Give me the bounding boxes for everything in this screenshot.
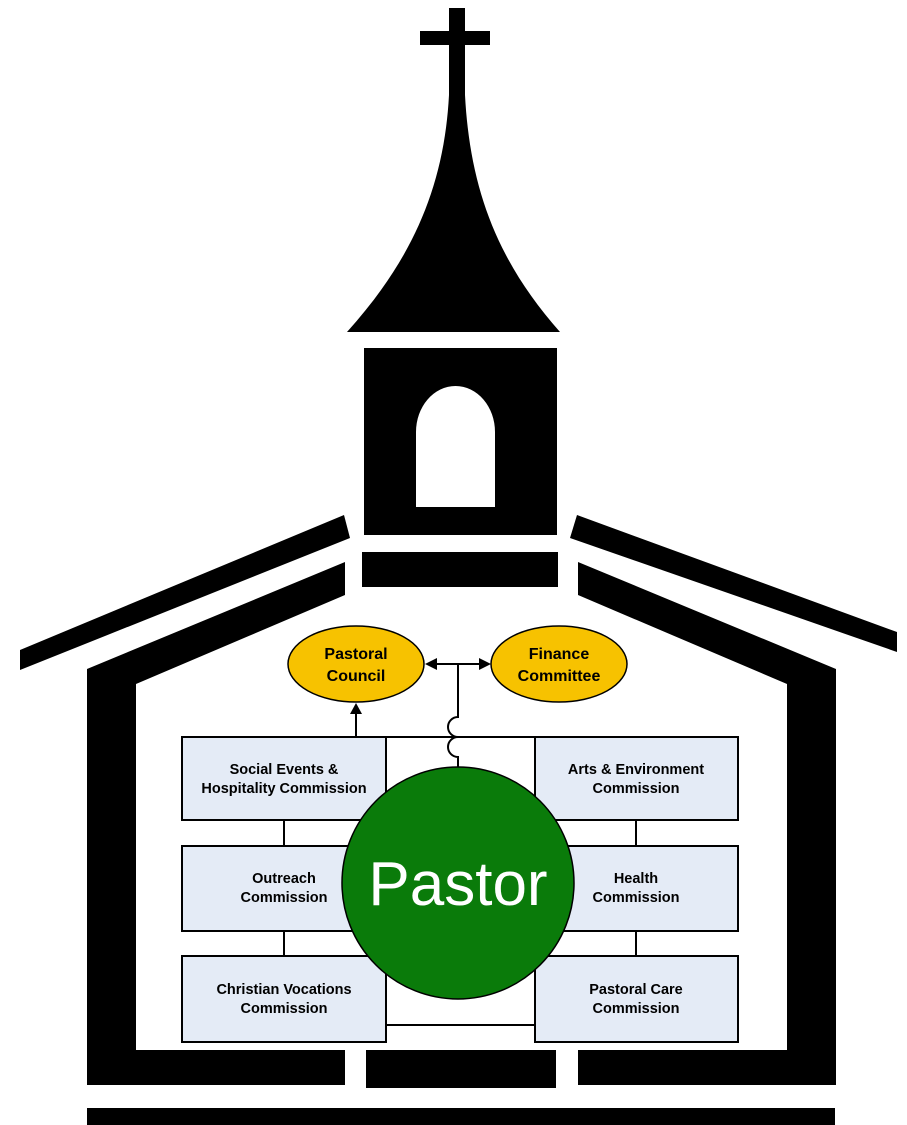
pastoral-council-line2: Council [327,668,386,685]
steeple-spire [347,95,560,332]
commission-social-events: Social Events & Hospitality Commission [181,736,387,821]
pastor-label: Pastor [368,850,547,919]
pastor-node: Pastor [341,766,575,1000]
commission-label-line1: Outreach [252,871,316,887]
commission-christian-vocations: Christian Vocations Commission [181,955,387,1043]
belfry-tower [364,348,557,535]
house-left-wall [87,562,345,1085]
commission-label-line1: Social Events & [230,762,339,778]
house-base-center [366,1050,556,1088]
roof-right [570,515,897,652]
commission-label-line2: Commission [240,890,327,906]
finance-committee-line2: Committee [518,668,601,685]
cross-horizontal [420,31,490,45]
commission-label-line1: Pastoral Care [589,982,683,998]
commission-label-line1: Health [614,871,658,887]
commission-label-line1: Christian Vocations [216,982,351,998]
roof-left [20,515,350,670]
commission-label-line1: Arts & Environment [568,762,704,778]
ground-line [87,1108,835,1125]
pastoral-council: Pastoral Council [287,625,425,703]
finance-committee-line1: Finance [529,646,590,663]
church-silhouette [20,8,897,1125]
pastoral-council-line1: Pastoral [324,646,387,663]
commission-label-line2: Commission [592,1001,679,1017]
commission-arts-environment: Arts & Environment Commission [534,736,739,821]
commission-label-line2: Commission [592,890,679,906]
pastoral-council-oval [287,625,425,703]
belfry-base-bar [362,552,558,587]
cross-vertical [449,8,465,100]
pastor-circle [341,766,575,1000]
finance-committee: Finance Committee [490,625,628,703]
commission-label-line2: Hospitality Commission [201,781,366,797]
commission-label-line2: Commission [240,1001,327,1017]
finance-committee-oval [490,625,628,703]
commission-label-line2: Commission [592,781,679,797]
house-right-wall [578,562,836,1085]
commission-pastoral-care: Pastoral Care Commission [534,955,739,1043]
connectors [283,658,637,1026]
